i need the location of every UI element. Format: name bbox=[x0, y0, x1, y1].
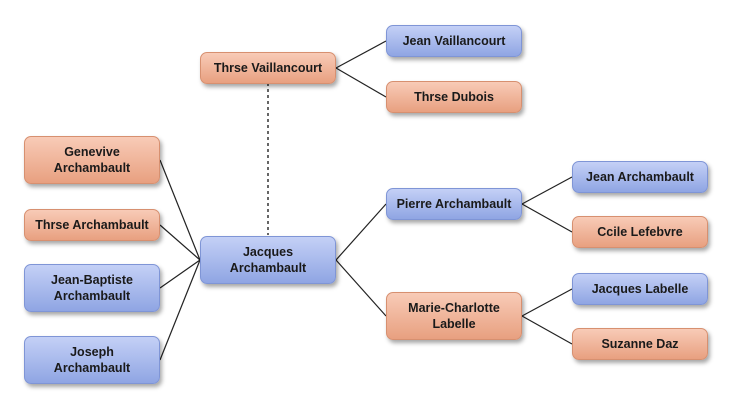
person-name: Thrse Archambault bbox=[35, 218, 149, 232]
person-node-marie-charlotte-labelle[interactable]: Marie-Charlotte Labelle bbox=[386, 292, 522, 340]
sibling-link bbox=[159, 159, 201, 261]
person-node-jean-baptiste-archambault[interactable]: Jean-Baptiste Archambault bbox=[24, 264, 160, 312]
person-node-therese-dubois[interactable]: Thrse Dubois bbox=[386, 81, 522, 113]
person-name: Thrse Dubois bbox=[414, 90, 494, 104]
person-name: Pierre Archambault bbox=[396, 197, 512, 211]
person-node-jean-archambault[interactable]: Jean Archambault bbox=[572, 161, 708, 193]
person-name: Thrse Vaillancourt bbox=[213, 61, 323, 75]
person-name: Ccile Lefebvre bbox=[597, 225, 683, 239]
parent-link bbox=[335, 67, 387, 98]
parent-link bbox=[521, 288, 573, 317]
person-name: Suzanne Daz bbox=[601, 337, 679, 351]
parent-link bbox=[335, 203, 387, 261]
person-node-therese-archambault[interactable]: Thrse Archambault bbox=[24, 209, 160, 241]
person-node-suzanne-daz[interactable]: Suzanne Daz bbox=[572, 328, 708, 360]
parent-link bbox=[521, 176, 573, 205]
person-name: Jacques Archambault bbox=[229, 245, 307, 275]
person-name: Genevive Archambault bbox=[53, 145, 131, 175]
person-node-genevive-archambault[interactable]: Genevive Archambault bbox=[24, 136, 160, 184]
person-node-pierre-archambault[interactable]: Pierre Archambault bbox=[386, 188, 522, 220]
person-name: Marie-Charlotte Labelle bbox=[408, 301, 500, 331]
person-name: Jean-Baptiste Archambault bbox=[51, 273, 133, 303]
person-node-cecile-lefebvre[interactable]: Ccile Lefebvre bbox=[572, 216, 708, 248]
person-name: Jacques Labelle bbox=[591, 282, 689, 296]
sibling-link bbox=[159, 259, 201, 361]
parent-link bbox=[521, 203, 573, 233]
parent-link bbox=[335, 40, 387, 69]
person-node-jacques-labelle[interactable]: Jacques Labelle bbox=[572, 273, 708, 305]
parent-link bbox=[521, 315, 573, 345]
sibling-link bbox=[159, 259, 201, 289]
person-node-therese-vaillancourt[interactable]: Thrse Vaillancourt bbox=[200, 52, 336, 84]
person-node-jean-vaillancourt[interactable]: Jean Vaillancourt bbox=[386, 25, 522, 57]
person-node-joseph-archambault[interactable]: Joseph Archambault bbox=[24, 336, 160, 384]
person-name: Joseph Archambault bbox=[53, 345, 131, 375]
person-node-jacques-archambault[interactable]: Jacques Archambault bbox=[200, 236, 336, 284]
person-name: Jean Archambault bbox=[586, 170, 694, 184]
person-name: Jean Vaillancourt bbox=[402, 34, 506, 48]
parent-link bbox=[335, 259, 387, 317]
sibling-link bbox=[159, 224, 201, 261]
